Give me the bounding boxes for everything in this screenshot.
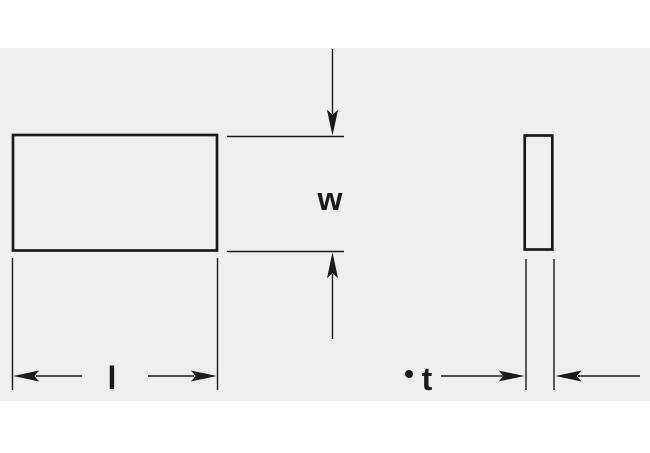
arrow-right-icon xyxy=(498,370,525,382)
arrow-right-icon xyxy=(190,370,217,382)
arrow-left-icon xyxy=(555,370,582,382)
thickness-label: t xyxy=(422,361,433,397)
width-label: w xyxy=(317,181,343,217)
bullet-marker: • xyxy=(404,358,414,389)
length-label: l xyxy=(108,360,117,396)
arrow-left-icon xyxy=(13,370,40,382)
drawing-background xyxy=(0,48,650,401)
arrow-down-icon xyxy=(327,109,338,136)
front-view-rect xyxy=(11,133,219,252)
side-view-rect xyxy=(523,134,554,251)
arrow-up-icon xyxy=(327,252,338,279)
